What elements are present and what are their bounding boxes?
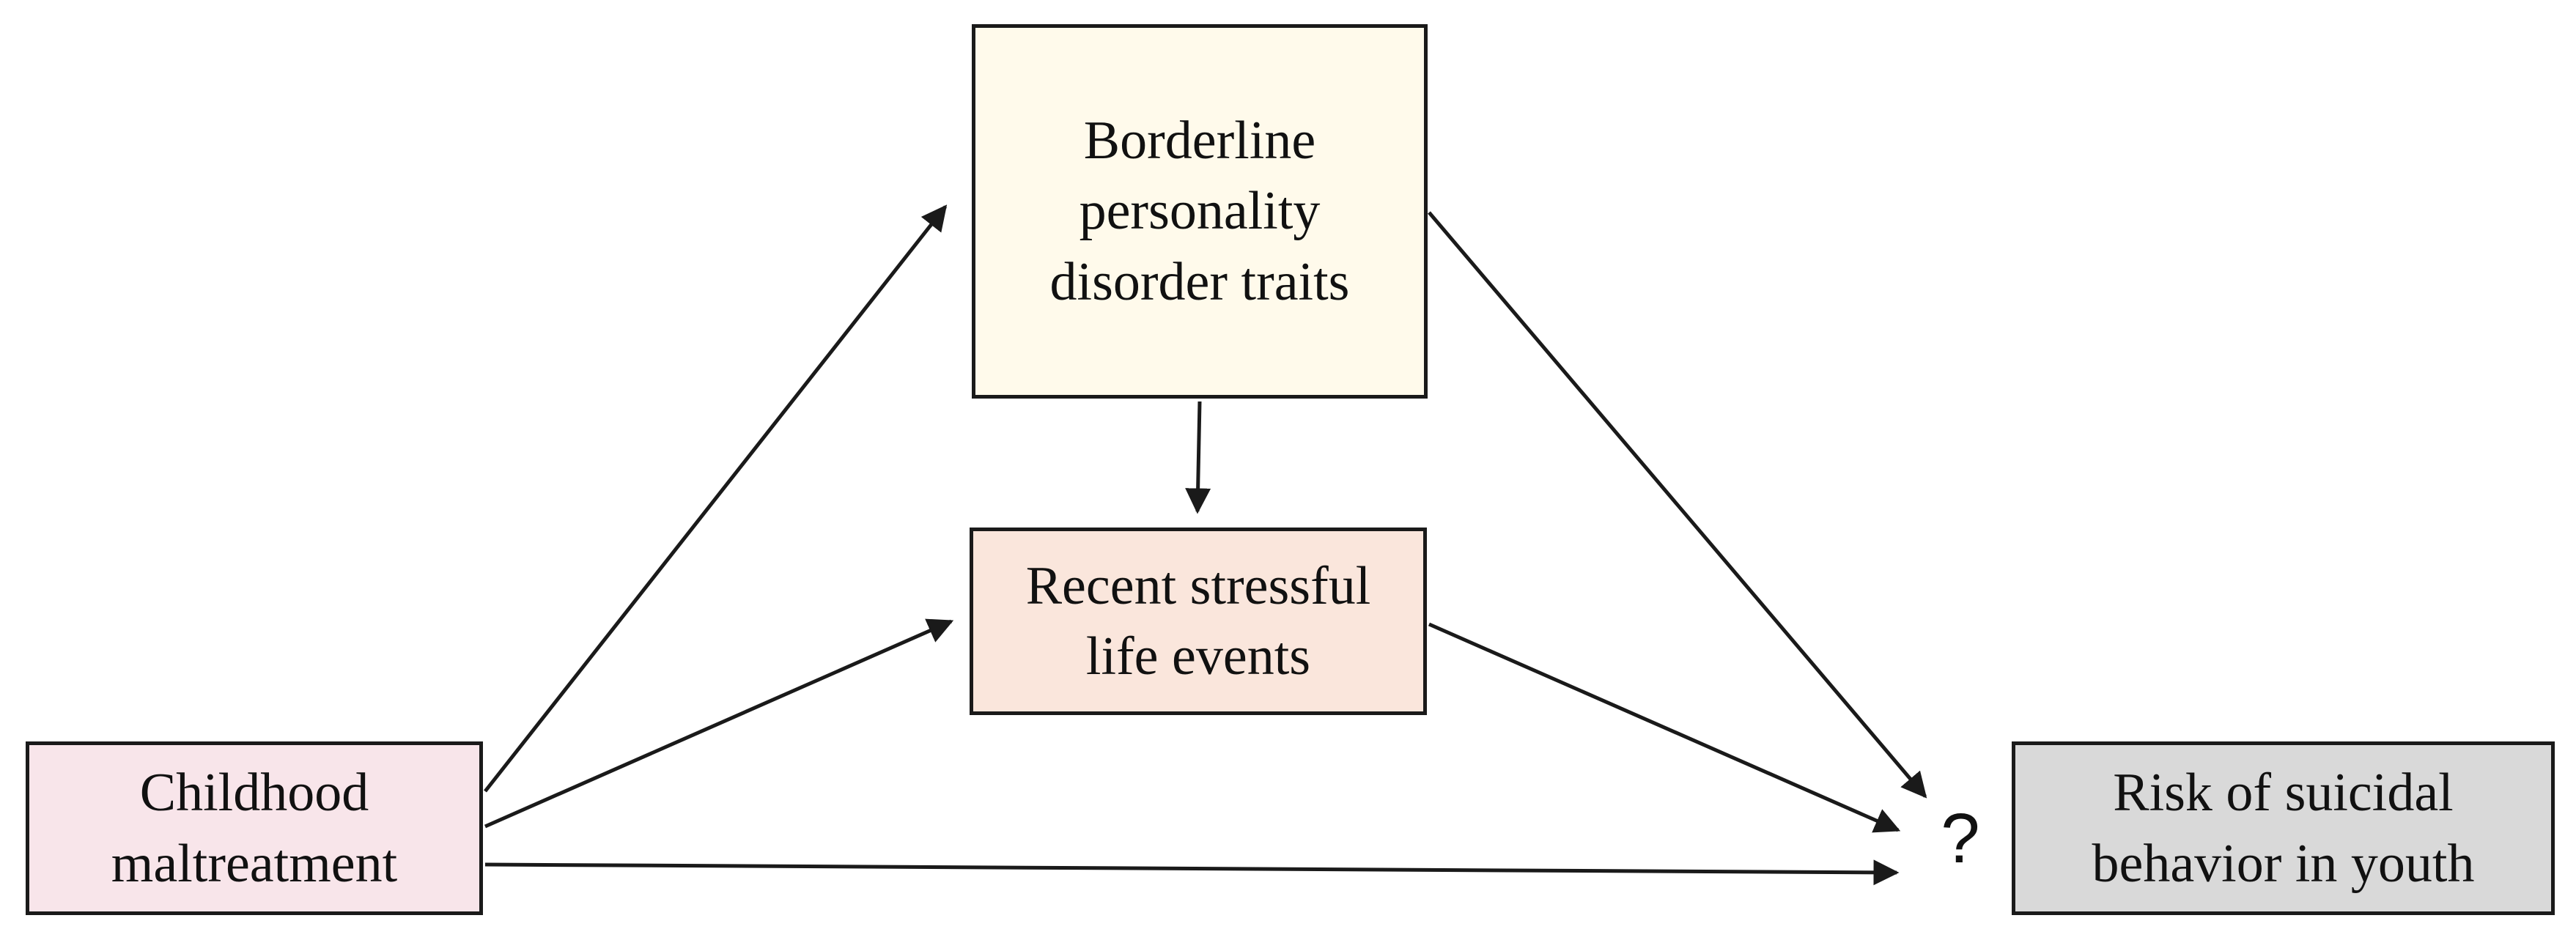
node-risk-of-suicidal-behavior: Risk of suicidal behavior in youth	[2012, 741, 2555, 915]
node-childhood-maltreatment: Childhood maltreatment	[26, 741, 483, 915]
node-borderline-label: Borderline personality disorder traits	[1049, 111, 1350, 312]
node-stressful-events-label: Recent stressful life events	[1025, 555, 1371, 687]
question-mark: ?	[1941, 799, 1980, 878]
arrow-maltreatment-to-borderline	[484, 204, 948, 793]
node-maltreatment-label: Childhood maltreatment	[111, 763, 398, 894]
arrow-borderline-to-stressful-events	[1185, 401, 1211, 514]
arrow-borderline-to-suicidal-risk	[1428, 211, 1927, 799]
node-recent-stressful-life-events: Recent stressful life events	[970, 528, 1427, 715]
arrow-stressful-events-to-suicidal-risk	[1428, 622, 1901, 833]
arrow-maltreatment-to-stressful-events	[484, 618, 954, 829]
node-borderline-personality-traits: Borderline personality disorder traits	[972, 24, 1428, 399]
arrow-maltreatment-to-suicidal-risk	[484, 859, 1900, 886]
node-risk-label: Risk of suicidal behavior in youth	[2092, 763, 2475, 894]
